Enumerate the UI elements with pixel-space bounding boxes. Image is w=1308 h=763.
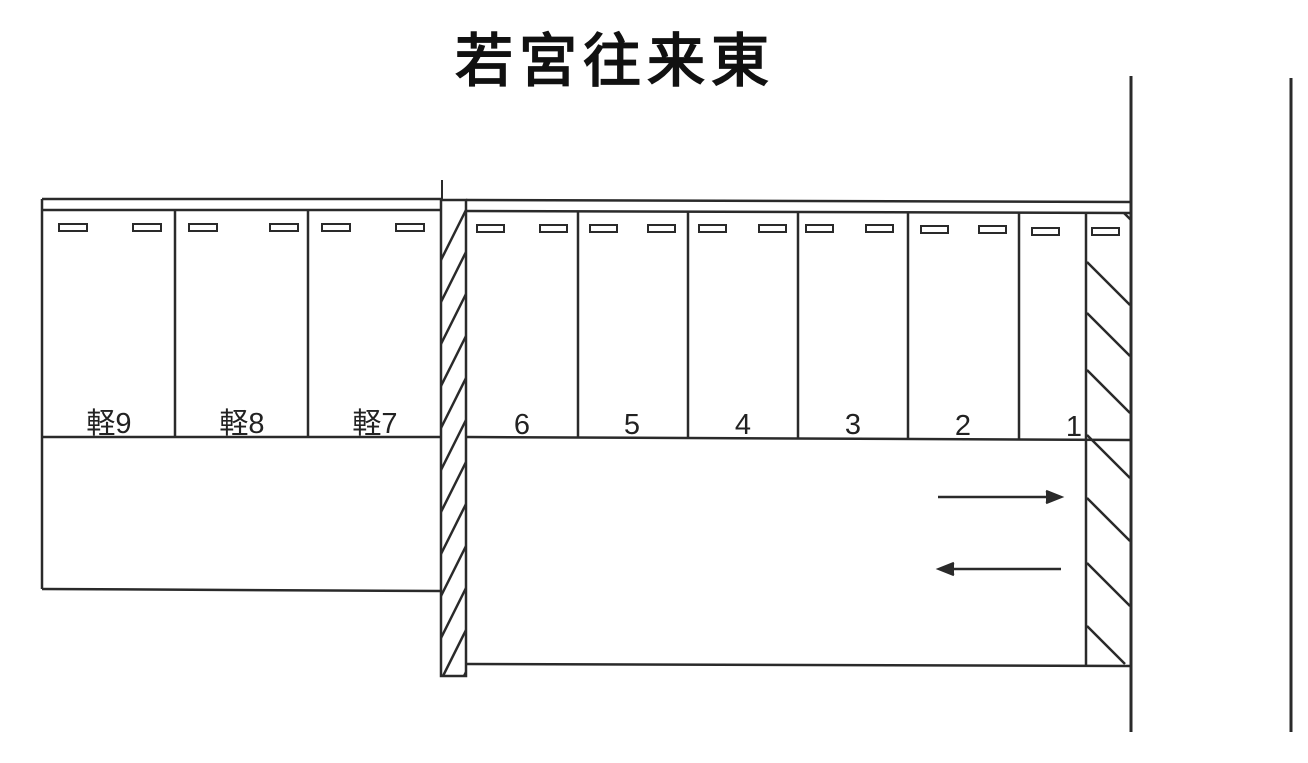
space-label-4: 4: [735, 409, 751, 441]
hatched-wall-middle: [439, 180, 468, 678]
hatched-strip-right: [1087, 212, 1130, 665]
arrow-right-icon: [938, 489, 1065, 505]
space-label-1: 1: [1066, 411, 1082, 443]
space-label-6: 6: [514, 409, 530, 441]
right-section: [465, 198, 1132, 668]
space-label-2: 2: [955, 410, 971, 442]
space-label-5: 5: [624, 409, 640, 441]
left-section: [40, 197, 442, 593]
space-label-3: 3: [845, 409, 861, 441]
arrow-left-icon: [935, 561, 1061, 577]
space-label-kei-9: 軽9: [86, 407, 131, 440]
space-label-kei-7: 軽7: [352, 407, 397, 440]
lot-title: 若宮往来東: [454, 27, 775, 95]
space-label-kei-8: 軽8: [219, 407, 264, 440]
